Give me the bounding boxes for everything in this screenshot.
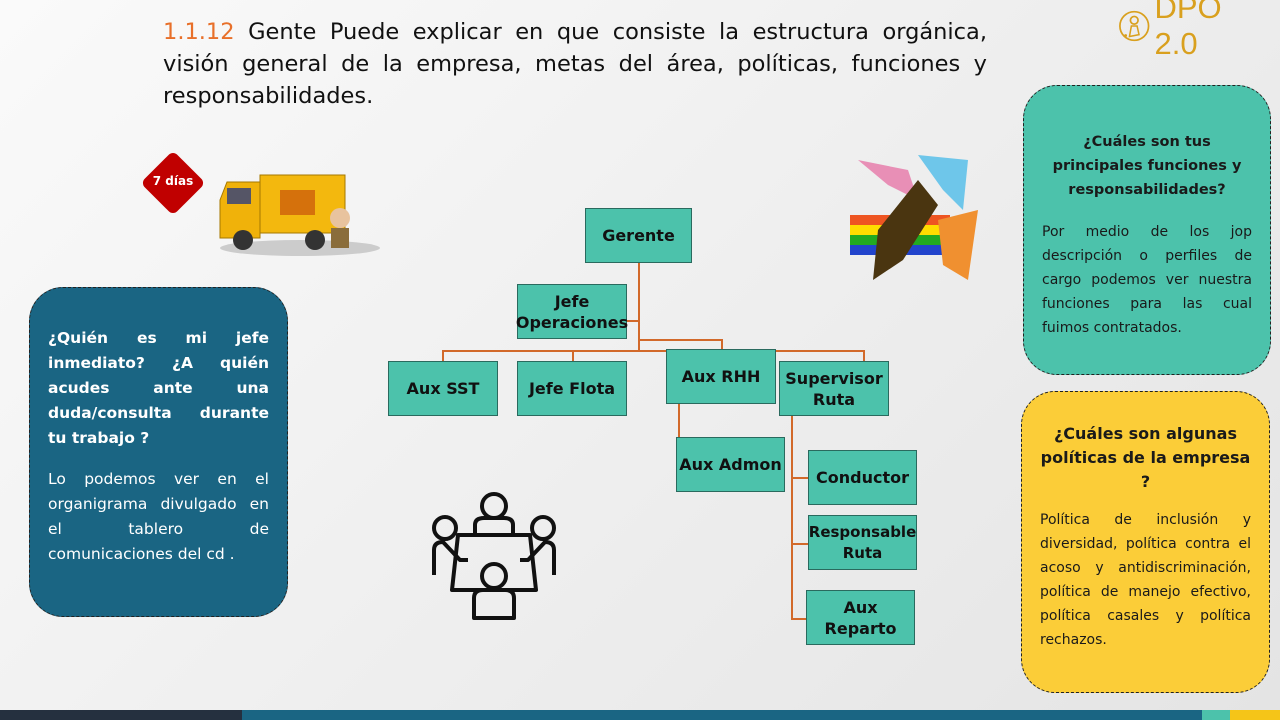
panel-answer: Política de inclusión y diversidad, polí… (1040, 512, 1251, 648)
connector (442, 350, 444, 361)
connector (442, 350, 864, 352)
org-box-aux-reparto: Aux Reparto (806, 590, 915, 645)
connector (627, 320, 639, 322)
org-box-aux-sst: Aux SST (388, 361, 498, 416)
footer-bar-blue (242, 710, 1202, 720)
panel-question: ¿Cuáles son tus principales funciones y … (1052, 134, 1242, 198)
footer-bar-teal (1202, 710, 1230, 720)
panel-question: ¿Quién es mi jefe inmediato? ¿A quién ac… (48, 329, 269, 447)
org-box-jefe-flota: Jefe Flota (517, 361, 627, 416)
footer-bar-yellow (1230, 710, 1280, 720)
org-box-conductor: Conductor (808, 450, 917, 505)
logo-text: DPO 2.0 (1154, 0, 1222, 61)
org-box-jefe-operaciones: Jefe Operaciones (516, 284, 628, 339)
org-box-aux-admon: Aux Admon (676, 437, 785, 492)
org-box-aux-rhh: Aux RHH (666, 349, 776, 404)
section-number: 1.1.12 (163, 19, 235, 45)
title-text: Gente Puede explicar en que consiste la … (163, 19, 987, 109)
connector (791, 618, 808, 620)
connector (572, 350, 574, 361)
logo: DPO 2.0 (1118, 0, 1268, 61)
panel-question: ¿Cuáles son algunas políticas de la empr… (1040, 424, 1251, 491)
org-box-gerente: Gerente (585, 208, 692, 263)
footer-bar-dark (0, 710, 242, 720)
connector (638, 339, 722, 341)
connector (791, 543, 808, 545)
question-panel-boss: ¿Quién es mi jefe inmediato? ¿A quién ac… (29, 287, 288, 617)
panel-answer: Por medio de los jop descripción o perfi… (1042, 224, 1252, 336)
page-title: 1.1.12 Gente Puede explicar en que consi… (163, 16, 987, 112)
question-panel-policies: ¿Cuáles son algunas políticas de la empr… (1021, 391, 1270, 693)
connector (791, 477, 808, 479)
org-box-responsable-ruta: Responsable Ruta (808, 515, 917, 570)
connector (678, 403, 680, 438)
question-panel-functions: ¿Cuáles son tus principales funciones y … (1023, 85, 1271, 375)
diversity-hands-illustration (850, 155, 978, 280)
connector (721, 339, 723, 349)
logo-icon (1119, 10, 1150, 42)
meeting-icon (432, 492, 556, 620)
badge-label: 7 días (152, 174, 194, 188)
panel-answer: Lo podemos ver en el organigrama divulga… (48, 470, 269, 563)
connector (791, 415, 793, 618)
org-box-supervisor-ruta: Supervisor Ruta (779, 361, 889, 416)
truck-illustration (219, 174, 380, 256)
connector (638, 263, 640, 350)
connector (863, 350, 865, 361)
